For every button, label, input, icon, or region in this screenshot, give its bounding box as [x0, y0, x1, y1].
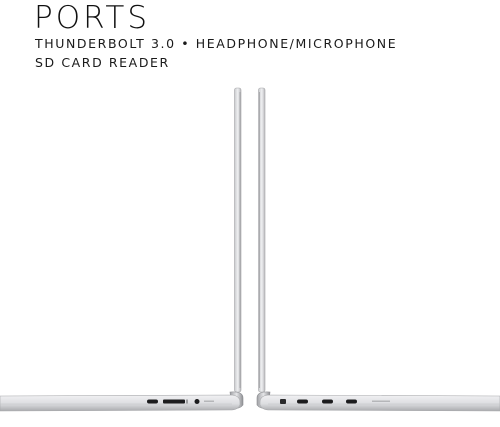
ports-list-line-2: SD CARD READER — [35, 55, 170, 70]
right-laptop — [256, 87, 500, 412]
right-laptop-lid — [258, 87, 266, 393]
thunderbolt-port-icon — [346, 399, 357, 404]
left-laptop — [0, 87, 244, 412]
usb-c-port-icon — [147, 399, 158, 404]
page-title: PORTS — [34, 0, 150, 36]
thunderbolt-port-icon — [297, 399, 308, 404]
sd-card-slot-icon — [163, 399, 185, 404]
thunderbolt-port-icon — [322, 399, 333, 404]
left-laptop-lid — [234, 87, 242, 393]
headphone-jack-icon — [194, 399, 200, 404]
ports-list-line-1: THUNDERBOLT 3.0 • HEADPHONE/MICROPHONE — [35, 36, 398, 51]
right-laptop-base — [259, 394, 500, 412]
left-laptop-base — [0, 394, 241, 412]
lock-slot-icon — [280, 399, 286, 404]
